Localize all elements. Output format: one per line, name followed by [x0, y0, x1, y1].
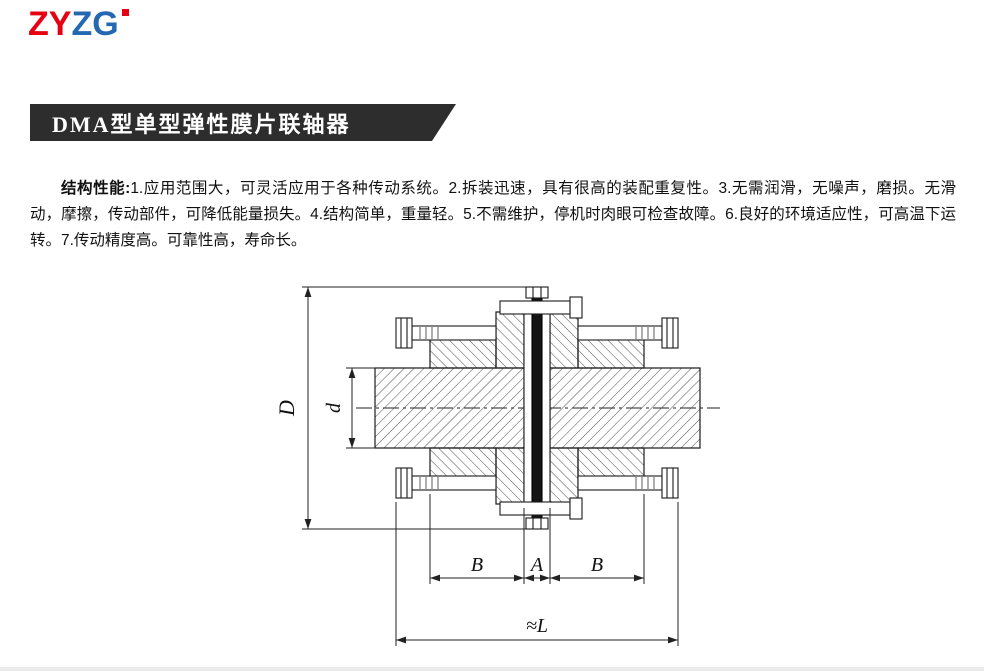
- dim-label-D: D: [274, 400, 299, 417]
- dimension-labels: D d B A B ≈L: [274, 400, 603, 637]
- page-bottom-edge: [0, 667, 984, 671]
- dim-label-d: d: [323, 402, 345, 413]
- dim-label-B-right: B: [591, 554, 603, 576]
- dim-label-L: ≈L: [526, 615, 548, 637]
- logo-text-zy: ZY: [28, 5, 72, 43]
- dim-label-A: A: [529, 554, 544, 576]
- flanges: [495, 311, 579, 505]
- diaphragm-pack: [531, 297, 543, 519]
- shafts: [374, 367, 701, 449]
- paragraph-label: 结构性能:: [61, 179, 131, 197]
- dimension-lines: [302, 286, 679, 646]
- logo-text-zg: ZG: [71, 5, 119, 43]
- page-title: DMA型单型弹性膜片联轴器: [52, 111, 351, 137]
- bolts: [395, 286, 679, 530]
- structure-performance-paragraph: 结构性能:1.应用范围大，可灵活应用于各种传动系统。2.拆装迅速，具有很高的装配…: [30, 176, 956, 254]
- logo-trademark-icon: [121, 9, 129, 16]
- paragraph-text: 1.应用范围大，可灵活应用于各种传动系统。2.拆装迅速，具有很高的装配重复性。3…: [30, 179, 956, 249]
- dimension-arrows: [304, 287, 678, 644]
- company-logo: ZYZG: [28, 6, 129, 42]
- dim-label-B-left: B: [471, 554, 483, 576]
- section-title-banner: DMA型单型弹性膜片联轴器: [30, 104, 456, 141]
